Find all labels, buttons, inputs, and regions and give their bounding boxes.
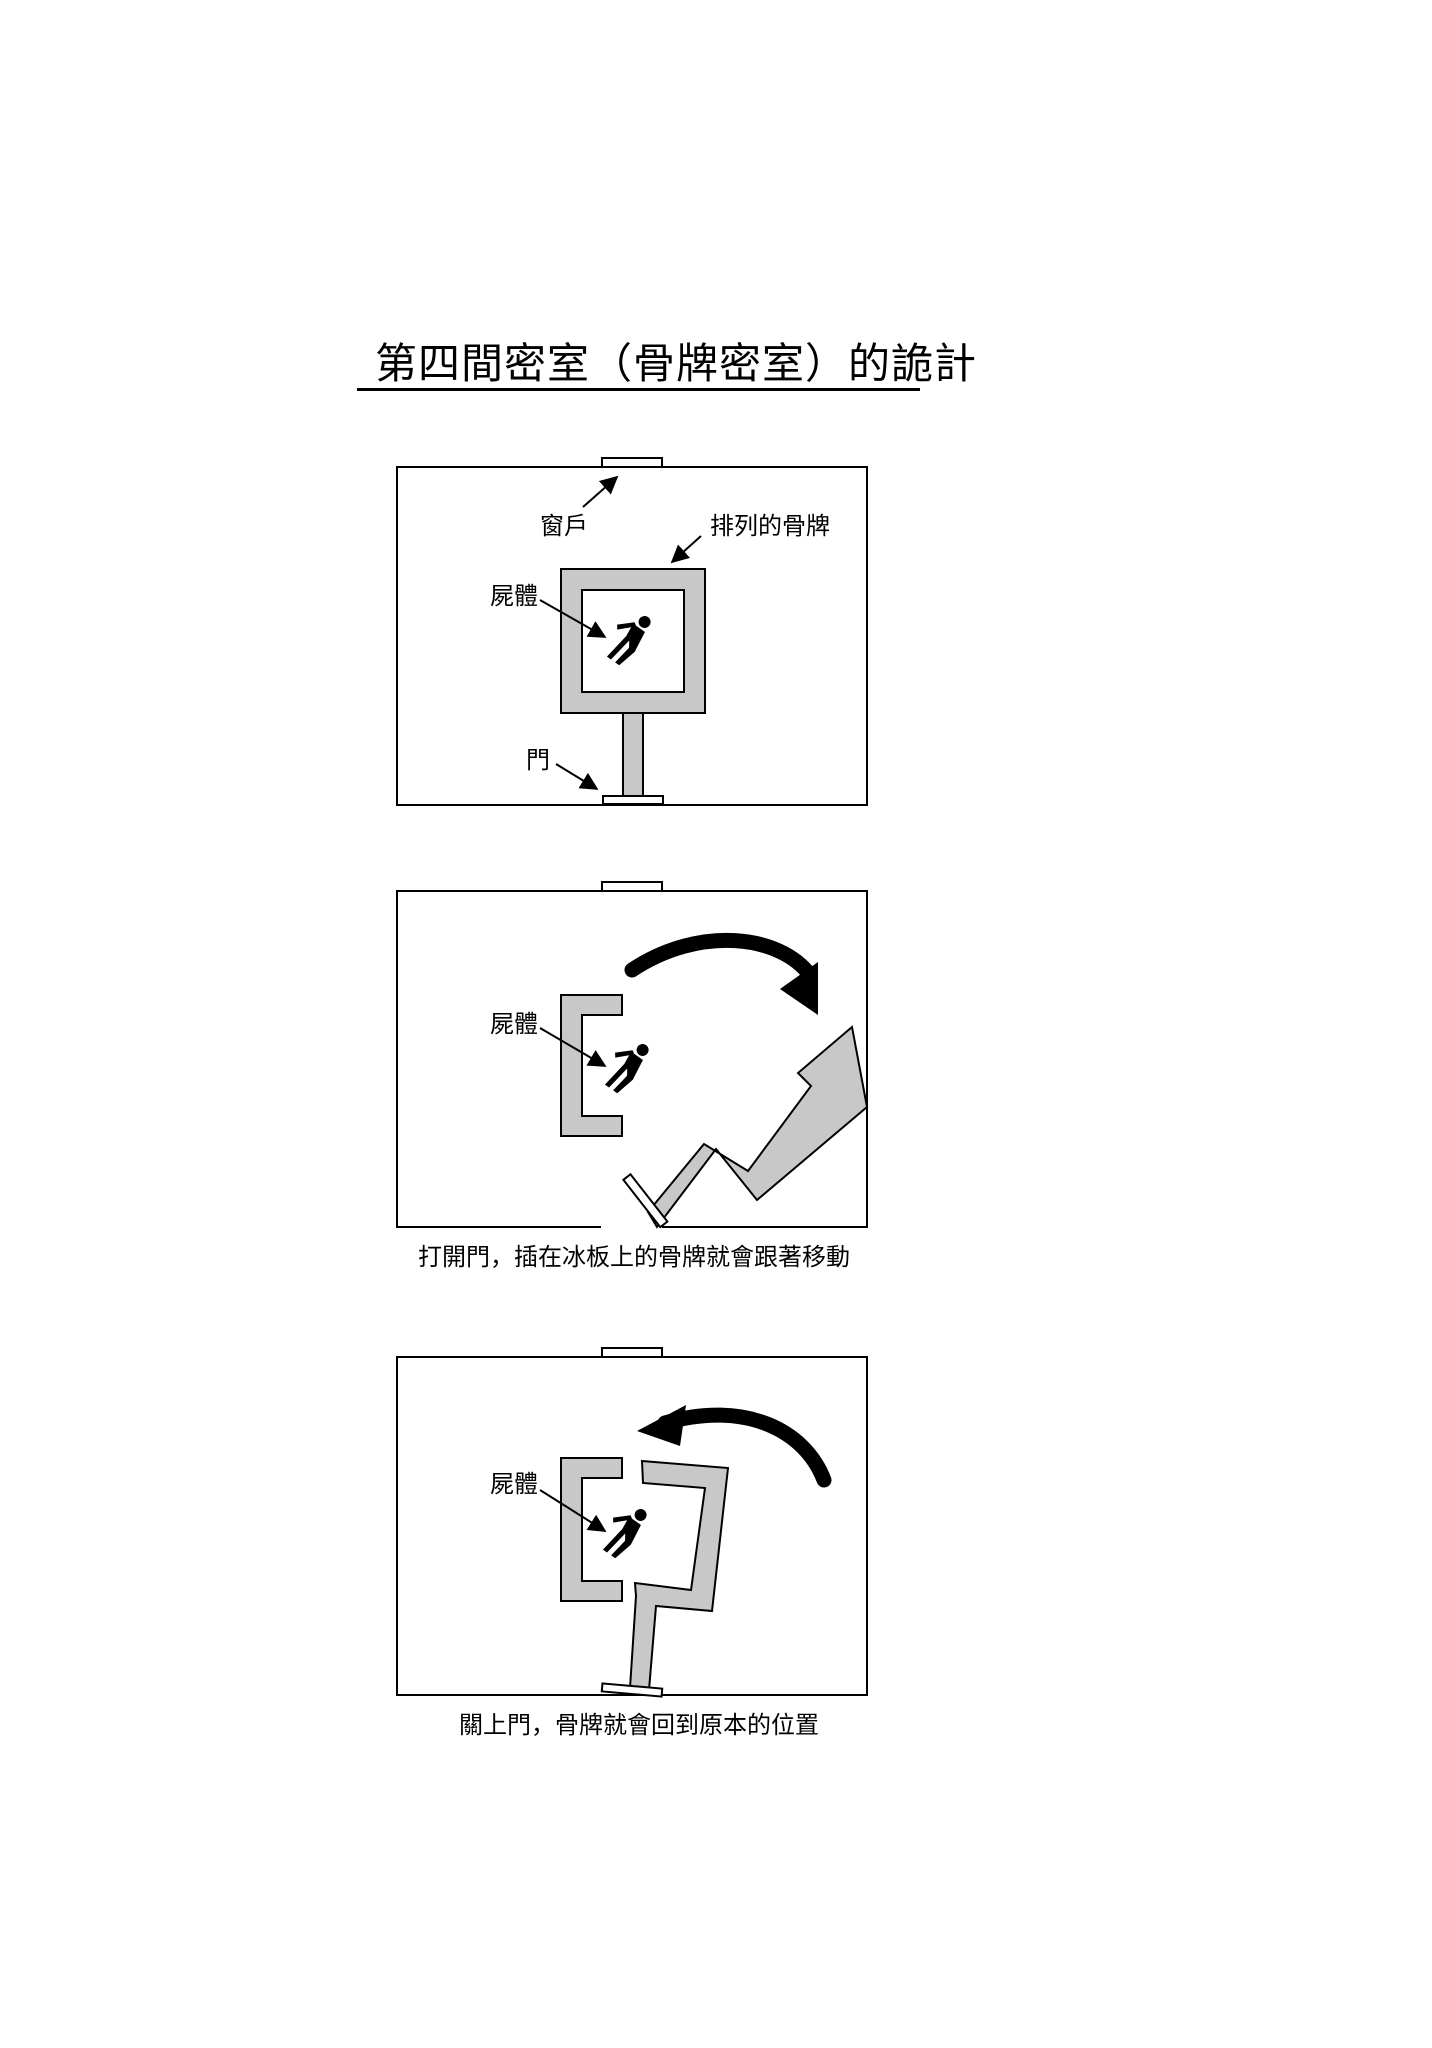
arrow-body — [539, 1027, 607, 1067]
title-underline — [357, 388, 920, 391]
label-body: 屍體 — [490, 1010, 538, 1038]
domino-returning-chain-3 — [628, 1459, 730, 1692]
door-3-closed — [600, 1682, 664, 1698]
domino-square-1 — [560, 568, 706, 714]
panel-1-room-layout: 窗戶 排列的骨牌 屍體 門 — [396, 457, 868, 806]
label-body: 屍體 — [490, 1470, 538, 1498]
arrow-window — [582, 475, 619, 508]
page-title: 第四間密室（骨牌密室）的詭計 — [375, 339, 978, 388]
arrow-door — [555, 763, 599, 790]
domino-stem-1 — [622, 712, 644, 797]
panel-3-door-closed: 屍體 關上門，骨牌就會回到原本的位置 — [396, 1347, 868, 1739]
panel-2-door-open: 屍體 打開門，插在冰板上的骨牌就會跟著移動 — [396, 881, 869, 1271]
domino-left-half-2 — [560, 994, 623, 1137]
label-dominoes: 排列的骨牌 — [710, 512, 830, 540]
domino-swung-chain-2 — [646, 1025, 869, 1229]
arrow-dominoes — [670, 535, 702, 564]
caption-door-closed: 關上門，骨牌就會回到原本的位置 — [459, 1711, 819, 1739]
domino-left-half-3 — [560, 1457, 623, 1602]
window-2 — [601, 881, 663, 892]
label-body: 屍體 — [490, 582, 538, 610]
arrow-body — [539, 599, 607, 638]
victim-icon — [606, 615, 651, 666]
motion-arrow-close — [657, 1407, 832, 1488]
label-window: 窗戶 — [540, 512, 588, 540]
window-3 — [601, 1347, 663, 1358]
label-door: 門 — [526, 746, 550, 774]
motion-arrowhead-open — [780, 962, 818, 1015]
door-1 — [602, 795, 664, 805]
motion-arrowhead-close — [637, 1405, 686, 1446]
caption-door-open: 打開門，插在冰板上的骨牌就會跟著移動 — [418, 1243, 850, 1271]
victim-icon — [602, 1508, 647, 1559]
door-2-open — [621, 1172, 669, 1229]
window-1 — [601, 457, 663, 468]
arrow-body — [539, 1489, 607, 1532]
motion-arrow-open — [624, 932, 818, 983]
victim-icon — [604, 1043, 649, 1094]
